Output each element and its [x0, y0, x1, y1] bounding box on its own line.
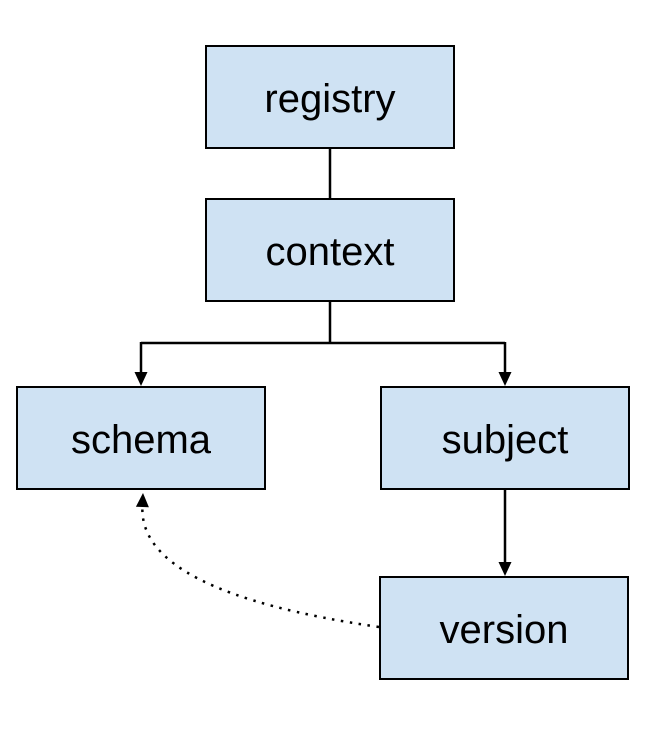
node-schema-label: schema	[70, 418, 212, 462]
node-registry: registry	[205, 45, 455, 149]
arrowhead-context-schema	[134, 372, 148, 386]
arrowhead-context-subject	[498, 372, 512, 386]
node-version: version	[379, 576, 629, 680]
node-subject-label: subject	[441, 418, 569, 462]
arrowhead-subject-version	[498, 562, 512, 576]
node-registry-label: registry	[264, 77, 396, 121]
node-version-label: version	[439, 608, 569, 652]
edge-context-branch-bar	[141, 302, 505, 345]
node-context: context	[205, 198, 455, 302]
edge-version-schema-dotted	[141, 506, 380, 629]
arrowhead-version-schema	[135, 493, 149, 508]
node-schema: schema	[16, 386, 266, 490]
node-subject: subject	[380, 386, 630, 490]
node-context-label: context	[265, 230, 395, 274]
